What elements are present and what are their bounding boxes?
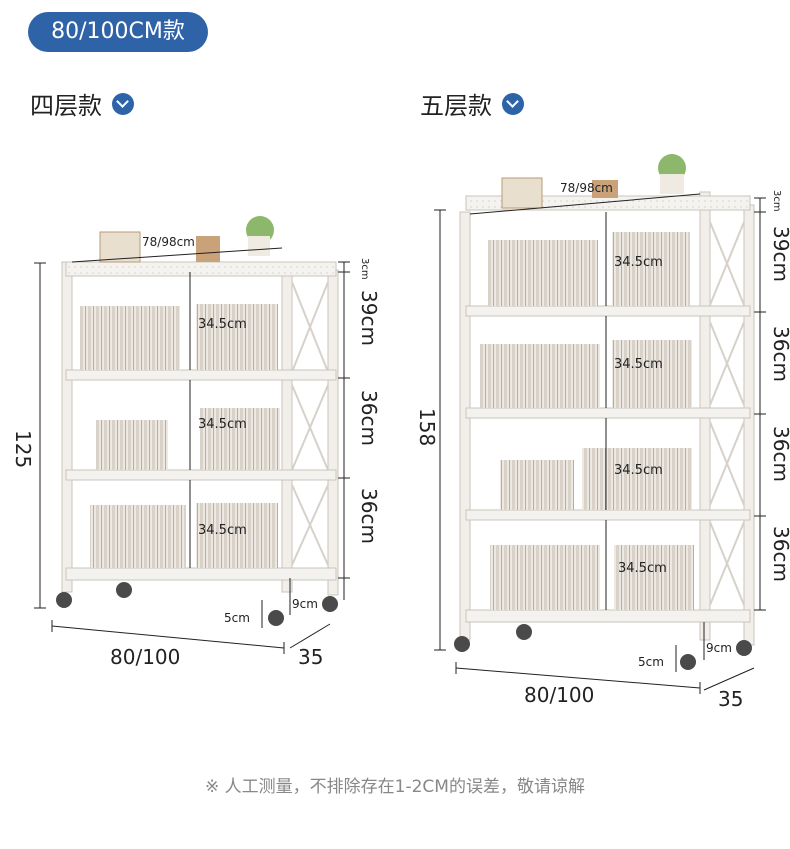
chevron-down-icon	[502, 92, 524, 115]
four-tier-dimension-labels: 78/98cm 125 3cm 39cm 36cm 36cm 34.5cm 34…	[11, 235, 381, 669]
four-tier-inner-gap-1: 34.5cm	[198, 317, 247, 332]
four-tier-inner-gap-2: 34.5cm	[198, 417, 247, 432]
four-tier-height: 125	[11, 430, 35, 468]
five-tier-gap-2: 36cm	[769, 326, 790, 382]
four-tier-inner-gap-3: 34.5cm	[198, 523, 247, 538]
variant-five-tier[interactable]: 五层款	[420, 86, 524, 121]
chevron-down-icon	[112, 92, 134, 115]
four-tier-depth: 35	[298, 645, 323, 669]
variant-four-tier[interactable]: 四层款	[30, 86, 134, 121]
five-tier-bottom-clearance: 9cm	[706, 641, 732, 655]
shelf-four-tier	[56, 216, 339, 626]
five-tier-height: 158	[415, 408, 439, 446]
five-tier-gap-3: 36cm	[769, 426, 790, 482]
five-tier-inner-gap-2: 34.5cm	[614, 357, 663, 372]
five-tier-inner-gap-1: 34.5cm	[614, 255, 663, 270]
five-tier-dimension-labels: 78/98cm 158 3cm 39cm 36cm 36cm 36cm 34.5…	[415, 181, 790, 711]
four-tier-gap-1: 39cm	[357, 290, 381, 346]
five-tier-depth: 35	[718, 687, 743, 711]
four-tier-dimension-lines	[34, 247, 350, 654]
four-tier-width: 80/100	[110, 645, 180, 669]
five-tier-gap-4: 36cm	[769, 526, 790, 582]
five-tier-caster-height: 5cm	[638, 655, 664, 669]
shelf-five-tier	[454, 154, 755, 670]
size-badge: 80/100CM款	[28, 12, 208, 52]
measurement-note: ※ 人工测量，不排除存在1-2CM的误差，敬请谅解	[205, 777, 585, 797]
four-tier-gap-3: 36cm	[357, 488, 381, 544]
four-tier-top-gap: 3cm	[359, 258, 370, 280]
four-tier-bottom-clearance: 9cm	[292, 597, 318, 611]
five-tier-dimension-lines	[434, 193, 766, 694]
variant-five-tier-label: 五层款	[420, 92, 492, 120]
five-tier-gap-1: 39cm	[769, 226, 790, 282]
four-tier-caster-height: 5cm	[224, 611, 250, 625]
five-tier-inner-gap-3: 34.5cm	[614, 463, 663, 478]
five-tier-width: 80/100	[524, 683, 594, 707]
four-tier-gap-2: 36cm	[357, 390, 381, 446]
variant-four-tier-label: 四层款	[30, 92, 102, 120]
four-tier-top-width: 78/98cm	[142, 235, 195, 249]
five-tier-inner-gap-4: 34.5cm	[618, 561, 667, 576]
five-tier-top-width: 78/98cm	[560, 181, 613, 195]
five-tier-top-gap: 3cm	[771, 190, 782, 212]
